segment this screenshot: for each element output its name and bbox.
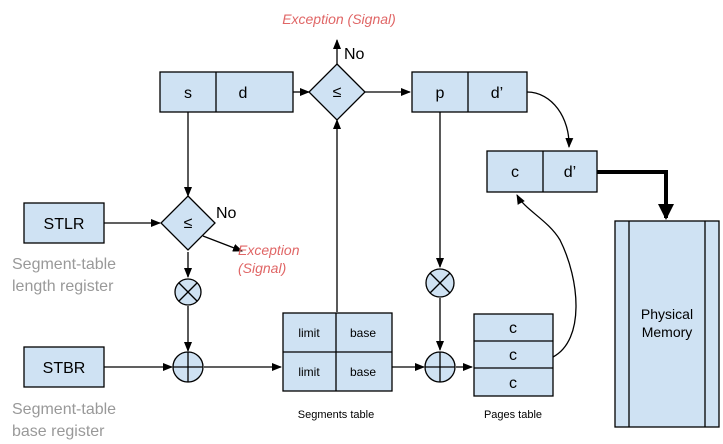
- frame-number-label: c: [511, 164, 519, 181]
- linear-address-box: [411, 71, 528, 113]
- arrow-pages-to-frame: [516, 194, 577, 358]
- stbr-caption-line1: Segment-table: [12, 401, 116, 418]
- stbr-register: STBR Segment-table base register: [12, 346, 116, 440]
- page-row3: c: [509, 375, 517, 392]
- logical-address-box: [159, 71, 294, 113]
- compare-diamond-mid: [160, 195, 216, 251]
- no-label-top: No: [344, 46, 365, 63]
- offset-label: d: [239, 85, 248, 102]
- page-number-label: p: [436, 85, 445, 102]
- memory-label-line2: Memory: [642, 324, 693, 340]
- frame-address-box: [486, 150, 598, 193]
- multiply-x: [429, 272, 451, 294]
- memory-label-line1: Physical: [641, 306, 693, 322]
- stlr-box: [23, 202, 105, 244]
- arrow-frame-to-memory: [597, 170, 674, 220]
- compare-diamond-top: [308, 63, 366, 121]
- compare-symbol-mid: ≤: [184, 215, 193, 232]
- frame-offset-label: d’: [564, 164, 576, 181]
- no-label-mid: No: [216, 205, 237, 222]
- segment-row2-limit: limit: [298, 365, 320, 379]
- segment-arithmetic: [172, 278, 204, 383]
- segment-row2-base: base: [350, 365, 376, 379]
- physical-memory: Physical Memory: [614, 220, 720, 428]
- stbr-caption-line2: base register: [12, 423, 105, 440]
- pages-table-box: [473, 313, 554, 397]
- segment-row1-limit: limit: [298, 326, 320, 340]
- page-row2: c: [509, 347, 517, 364]
- segments-table-caption: Segments table: [298, 409, 374, 421]
- multiply-x: [178, 282, 198, 302]
- stlr-label: STLR: [44, 216, 85, 233]
- stlr-register: STLR Segment-table length register: [12, 202, 116, 295]
- linear-address: p d’: [411, 71, 528, 113]
- compare-top: ≤ No Exception (Signal): [282, 11, 396, 121]
- physical-memory-box: [614, 220, 720, 428]
- segments-table: limit base limit base Segments table: [282, 312, 393, 421]
- segment-number-label: s: [184, 85, 192, 102]
- page-offset-label: d’: [491, 85, 503, 102]
- page-row1: c: [509, 320, 517, 337]
- logical-address: s d: [159, 71, 294, 113]
- segment-row1-base: base: [350, 326, 376, 340]
- frame-address: c d’: [486, 150, 598, 193]
- arrow-dprime-to-frame: [526, 91, 574, 148]
- exception-label-top: Exception (Signal): [282, 11, 396, 27]
- exception-label-mid-line2: (Signal): [238, 260, 286, 276]
- compare-symbol: ≤: [333, 84, 342, 101]
- stbr-label: STBR: [43, 360, 86, 377]
- pages-table-caption: Pages table: [484, 409, 542, 421]
- pages-table: c c c Pages table: [473, 313, 554, 421]
- arrow-compare-mid-no: [202, 235, 243, 252]
- page-arithmetic: [424, 268, 456, 383]
- stlr-caption-line1: Segment-table: [12, 256, 116, 273]
- stlr-caption-line2: length register: [12, 278, 114, 295]
- compare-mid: ≤ No Exception (Signal): [160, 195, 300, 276]
- stbr-box: [23, 346, 105, 388]
- exception-label-mid-line1: Exception: [238, 242, 300, 258]
- connectors: [104, 39, 674, 371]
